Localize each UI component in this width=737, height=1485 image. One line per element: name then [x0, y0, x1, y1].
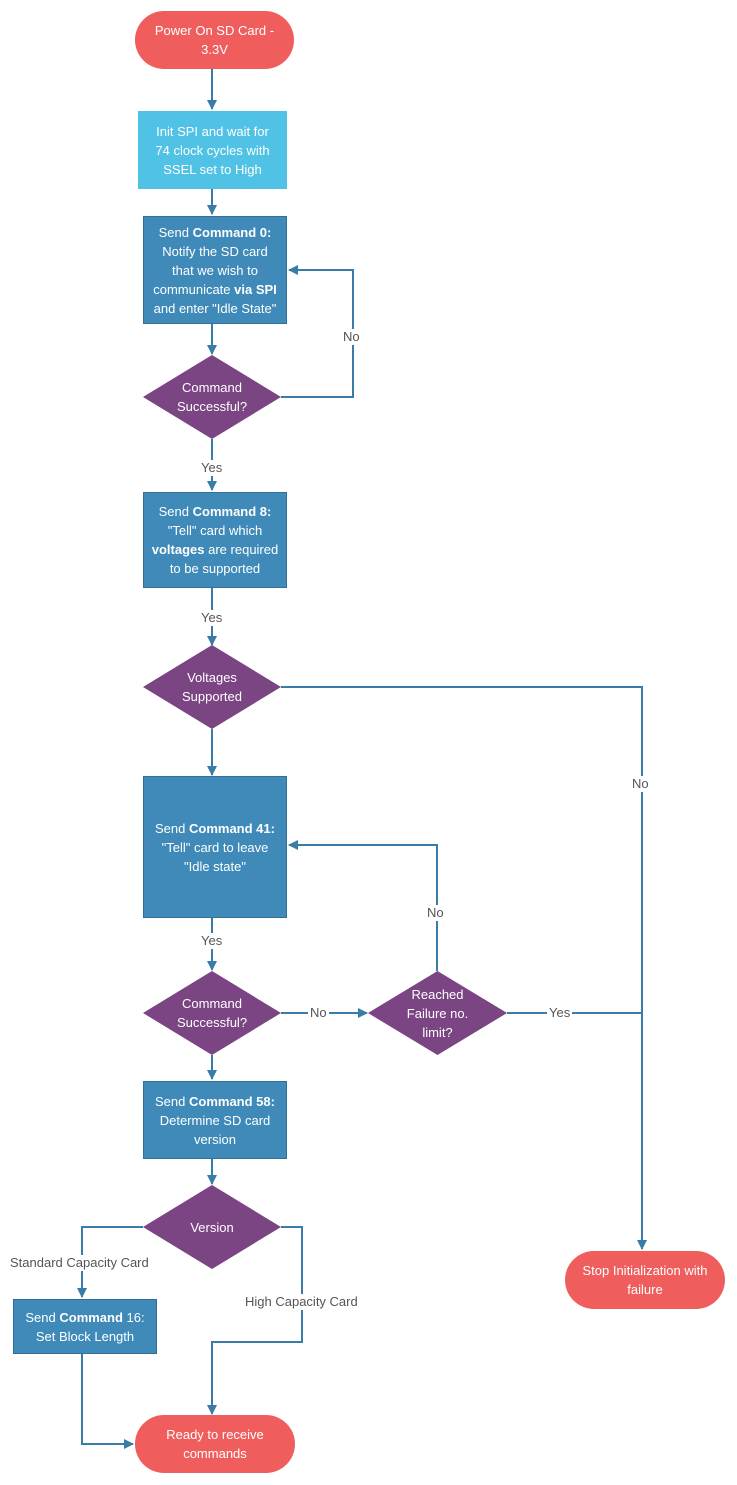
cmd0-line3: that we wish to — [172, 262, 258, 278]
decision-version: Version — [143, 1185, 281, 1269]
command-0-box: Send Command 0: Notify the SD card that … — [143, 216, 287, 324]
label-voltages-no: No — [632, 776, 649, 792]
label-standard-capacity: Standard Capacity Card — [10, 1255, 149, 1271]
dec-fail-line2: Failure no. — [406, 1005, 469, 1021]
label-cmd0-no: No — [343, 329, 360, 345]
cmd16-line1: Send Command 16: — [25, 1309, 145, 1325]
command-58-box: Send Command 58: Determine SD card versi… — [143, 1081, 287, 1159]
stop-terminal: Stop Initialization with failure — [565, 1251, 725, 1309]
cmd16-line2: Set Block Length — [35, 1328, 135, 1344]
cmd0-line1: Send Command 0: — [158, 224, 272, 240]
edge-failure-no-loop — [288, 840, 438, 971]
command-16-box: Send Command 16: Set Block Length — [13, 1299, 157, 1354]
dec-cmd0-line2: Successful? — [176, 399, 248, 414]
cmd0-line4: communicate via SPI — [153, 281, 277, 297]
cmd41-line2: "Tell" card to leave — [161, 839, 269, 855]
dec-version-line1: Version — [190, 1219, 234, 1235]
edge-version-high — [207, 1226, 303, 1415]
init-line3: SSEL set to High — [163, 161, 262, 177]
decision-command-0-successful: Command Successful? — [143, 355, 281, 439]
dec-cmd0-line1: Command — [182, 380, 242, 395]
ready-line2: commands — [183, 1446, 247, 1461]
init-spi-box: Init SPI and wait for 74 clock cycles wi… — [138, 111, 287, 189]
label-cmd41-no: No — [308, 1005, 329, 1021]
init-line1: Init SPI and wait for — [156, 123, 269, 139]
cmd8-line3: voltages are required — [151, 542, 279, 557]
decision-command-41-successful: Command Successful? — [143, 971, 281, 1055]
cmd0-line2: Notify the SD card — [162, 243, 268, 259]
stop-line2: failure — [627, 1282, 663, 1297]
cmd8-line2: "Tell" card which — [167, 523, 263, 538]
start-line2: 3.3V — [201, 42, 228, 57]
edge-cmd16-to-ready — [81, 1354, 134, 1449]
command-8-box: Send Command 8: "Tell" card which voltag… — [143, 492, 287, 588]
label-cmd41-yes: Yes — [201, 933, 223, 949]
label-cmd8-yes: Yes — [201, 610, 223, 626]
dec-fail-line3: limit? — [422, 1024, 453, 1040]
edge-version-standard — [77, 1226, 143, 1298]
label-cmd0-yes: Yes — [201, 460, 223, 476]
label-failure-yes: Yes — [547, 1005, 573, 1021]
cmd41-line1: Send Command 41: — [155, 820, 275, 836]
cmd58-line3: version — [194, 1131, 236, 1147]
dec-volt-line1: Voltages — [187, 670, 237, 685]
cmd0-line5: and enter "Idle State" — [153, 300, 277, 316]
command-41-box: Send Command 41: "Tell" card to leave "I… — [143, 776, 287, 918]
ready-line1: Ready to receive — [166, 1427, 264, 1442]
init-line2: 74 clock cycles with — [155, 142, 270, 158]
cmd58-line1: Send Command 58: — [155, 1093, 275, 1109]
cmd8-line1: Send Command 8: — [158, 504, 272, 519]
edge-voltages-no — [281, 686, 647, 1250]
dec-cmd41-line2: Successful? — [176, 1015, 248, 1030]
cmd58-line2: Determine SD card — [159, 1112, 271, 1128]
start-terminal: Power On SD Card - 3.3V — [135, 11, 294, 69]
dec-volt-line2: Supported — [182, 689, 242, 704]
dec-fail-line1: Reached — [411, 986, 464, 1002]
cmd8-line4: to be supported — [169, 561, 261, 576]
stop-line1: Stop Initialization with — [582, 1263, 708, 1278]
ready-terminal: Ready to receive commands — [135, 1415, 295, 1473]
cmd41-line3: "Idle state" — [184, 858, 246, 874]
label-failure-no: No — [427, 905, 444, 921]
dec-cmd41-line1: Command — [182, 996, 242, 1011]
label-high-capacity: High Capacity Card — [243, 1294, 360, 1310]
start-line1: Power On SD Card - — [154, 23, 275, 38]
decision-failure-limit: Reached Failure no. limit? — [368, 971, 507, 1055]
decision-voltages-supported: Voltages Supported — [143, 645, 281, 729]
